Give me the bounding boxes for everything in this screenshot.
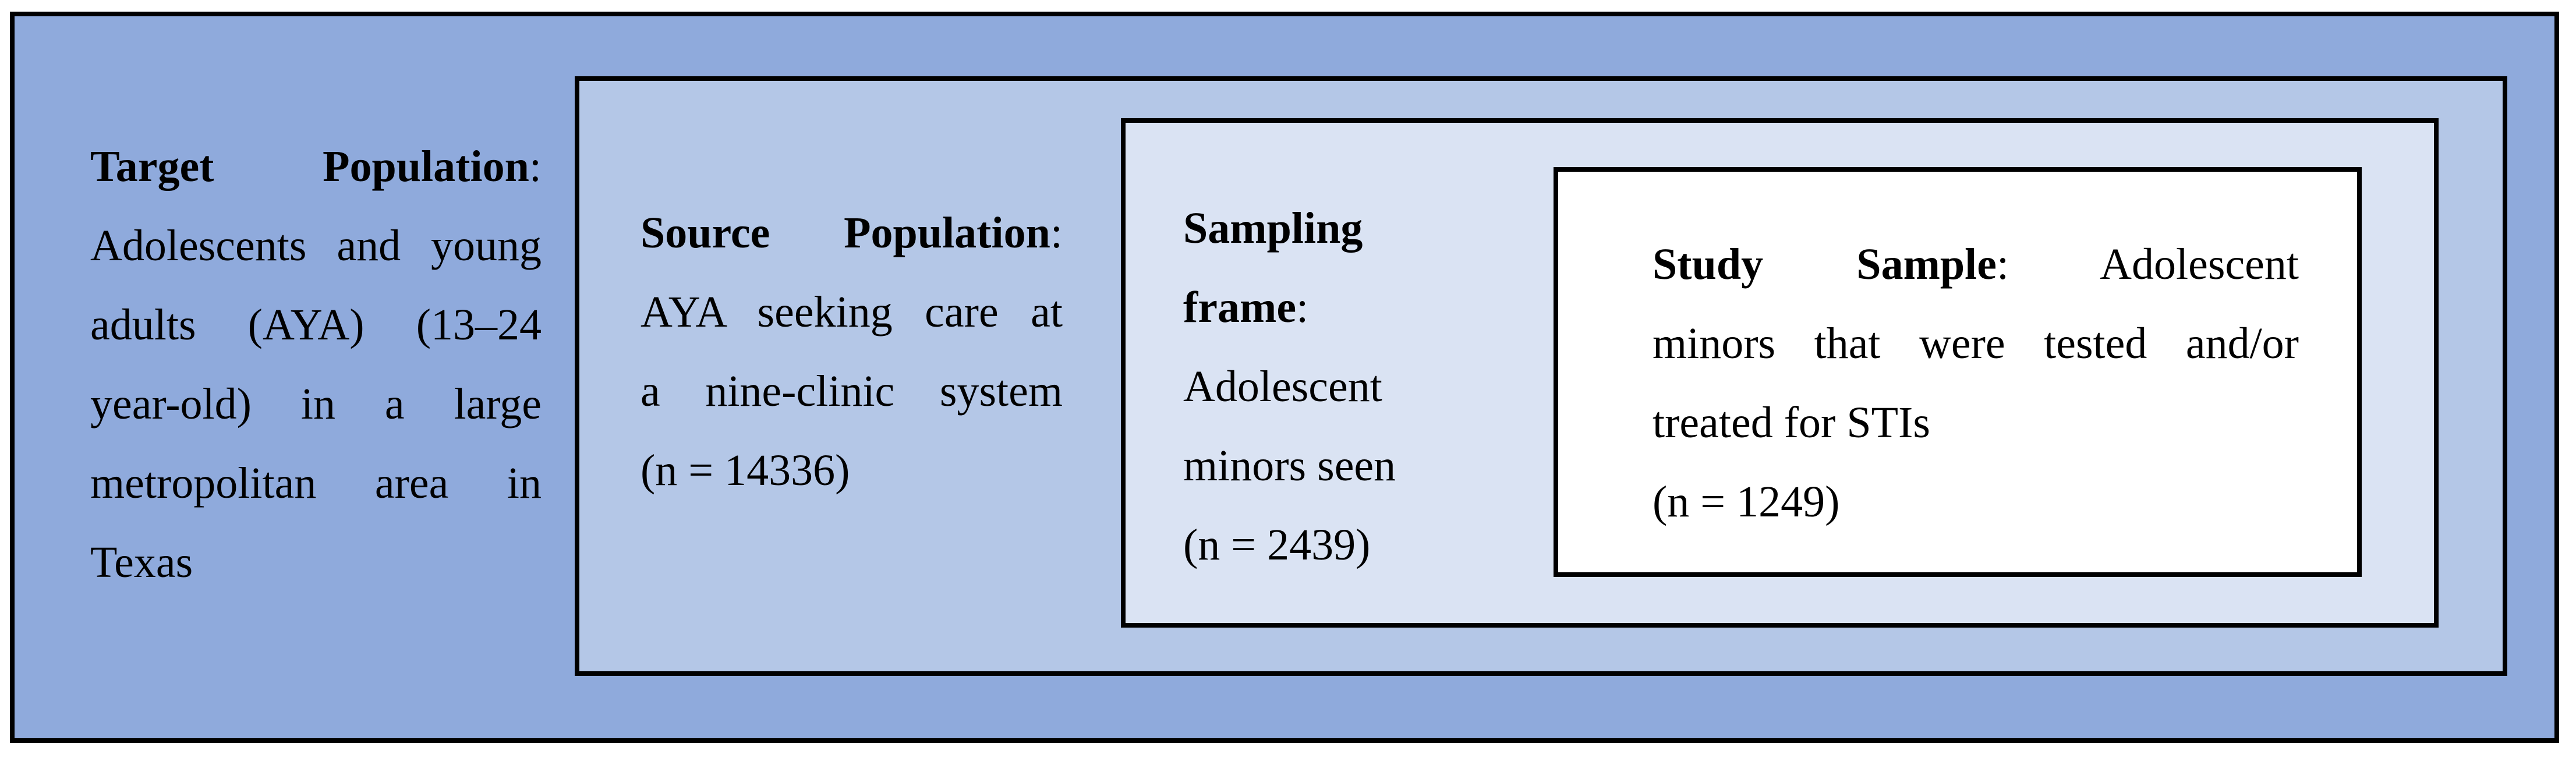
source-population-first-line: Source Population:	[641, 208, 1063, 257]
sample-line-2: treated for STIs	[1653, 398, 1930, 447]
study-sample-box	[1554, 167, 2362, 577]
target-line-1: Adolescents and young	[90, 221, 542, 270]
sampling-frame-heading-part1: Sampling	[1183, 204, 1363, 253]
study-sample-text: Study Sample: Adolescent minors that wer…	[1653, 225, 2299, 541]
study-sample-first-rest: Adolescent	[2100, 240, 2299, 289]
source-population-heading: Source Population	[641, 208, 1050, 257]
target-population-text: Target Population: Adolescents and young…	[90, 127, 542, 602]
sampling-frame-heading-line2: frame:	[1183, 283, 1309, 332]
target-population-first-line: Target Population:	[90, 142, 542, 191]
study-sample-first-line: Study Sample: Adolescent	[1653, 240, 2299, 289]
sample-line-3: (n = 1249)	[1653, 477, 1840, 526]
source-line-3: (n = 14336)	[641, 446, 850, 495]
study-sample-heading: Study Sample	[1653, 240, 1997, 289]
sampling-frame-text: Sampling frame: Adolescent minors seen (…	[1183, 189, 1439, 585]
frame-line-3: (n = 2439)	[1183, 520, 1371, 569]
target-line-2: adults (AYA) (13–24	[90, 300, 542, 349]
frame-line-2: minors seen	[1183, 441, 1396, 490]
target-population-heading: Target Population	[90, 142, 529, 191]
target-line-3: year-old) in a large	[90, 380, 542, 428]
source-line-1: AYA seeking care at	[641, 288, 1063, 337]
sampling-frame-heading-part2: frame	[1183, 283, 1297, 332]
frame-line-1: Adolescent	[1183, 362, 1382, 411]
source-line-2: a nine-clinic system	[641, 367, 1063, 416]
sampling-frame-heading-line1: Sampling	[1183, 189, 1439, 268]
source-population-text: Source Population: AYA seeking care at a…	[641, 193, 1063, 510]
target-line-5: Texas	[90, 538, 193, 587]
sample-line-1: minors that were tested and/or	[1653, 319, 2299, 368]
target-line-4: metropolitan area in	[90, 459, 542, 508]
